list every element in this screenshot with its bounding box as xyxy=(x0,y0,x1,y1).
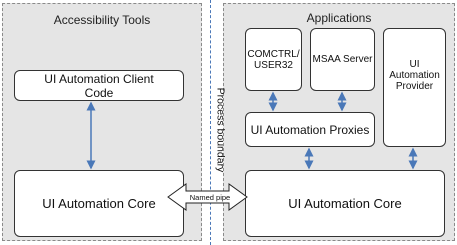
client-code-label: UI Automation Client Code xyxy=(44,71,154,100)
right-core-label: UI Automation Core xyxy=(288,196,402,211)
named-pipe-arrow xyxy=(167,183,248,211)
comctrl-label: COMCTRL/ USER32 xyxy=(247,48,300,71)
proxies-box: UI Automation Proxies xyxy=(245,112,375,147)
comctrl-box: COMCTRL/ USER32 xyxy=(245,28,302,91)
msaa-label: MSAA Server xyxy=(312,54,373,65)
process-boundary-line xyxy=(210,0,211,245)
applications-title: Applications xyxy=(306,11,372,25)
left-core-box: UI Automation Core xyxy=(14,170,184,237)
named-pipe-label: Named pipe xyxy=(189,193,231,202)
proxies-label: UI Automation Proxies xyxy=(250,122,370,137)
left-core-label: UI Automation Core xyxy=(42,196,156,211)
provider-box: UI Automation Provider xyxy=(383,28,446,147)
right-core-box: UI Automation Core xyxy=(245,170,445,237)
accessibility-tools-title: Accessibility Tools xyxy=(53,13,151,27)
msaa-box: MSAA Server xyxy=(310,28,375,91)
provider-label: UI Automation Provider xyxy=(389,59,440,92)
client-code-box: UI Automation Client Code xyxy=(14,70,184,101)
